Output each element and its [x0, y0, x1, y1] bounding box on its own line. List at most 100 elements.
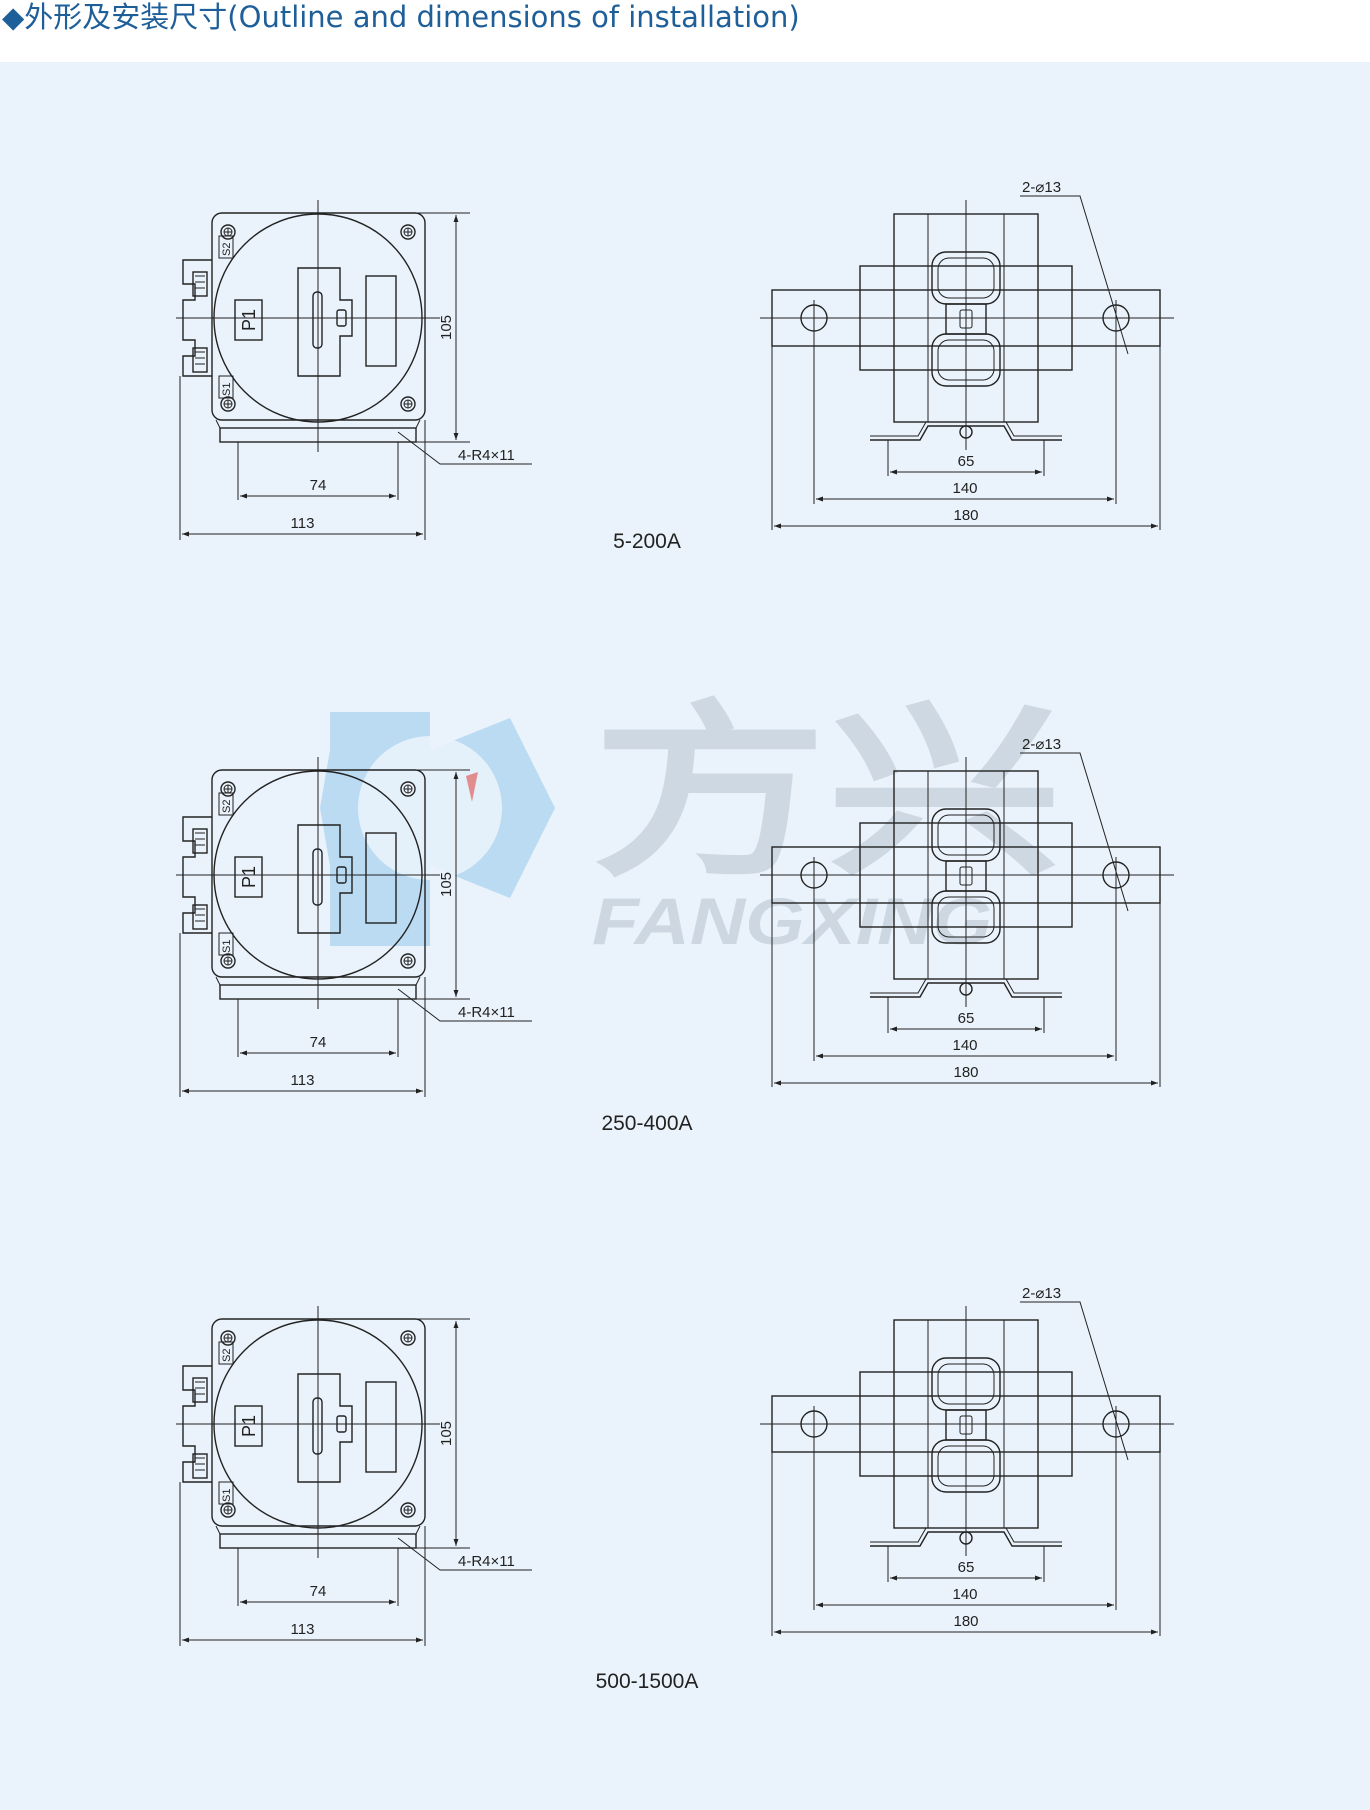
outer-dim-label: 180 [953, 1613, 978, 1630]
outer-extension [771, 346, 1161, 530]
terminal-upper [192, 1377, 208, 1403]
terminal-block [182, 1365, 212, 1483]
terminal-label-s1: S1 [221, 1489, 233, 1502]
slot-spacing-dim-label: 74 [310, 1583, 327, 1600]
busbar-window [297, 1373, 353, 1483]
view-caption: 5-200A [613, 530, 681, 553]
mid-extension [813, 1442, 1117, 1610]
terminal-label-box [218, 932, 234, 956]
terminal-upper [192, 828, 208, 854]
side-view: 2-⌀13 65 140 180 [760, 179, 1174, 530]
slot-leader [397, 431, 532, 465]
slot-note: 4-R4×11 [458, 1004, 515, 1021]
screw-icon [224, 957, 232, 965]
terminal-upper [192, 271, 208, 297]
slot-note: 4-R4×11 [458, 1553, 515, 1570]
outer-dim-label: 180 [953, 507, 978, 524]
mid-extension [813, 893, 1117, 1061]
mid-dim-label: 140 [952, 1037, 977, 1054]
base-edges [215, 1525, 421, 1535]
nameplate [365, 275, 397, 367]
screw-icon [224, 1334, 232, 1342]
screw-icon [224, 228, 232, 236]
base-edges [215, 419, 421, 429]
inner-dim-label: 65 [958, 453, 975, 470]
watermark-brand-cn: 方兴 [592, 684, 1062, 903]
terminal-label-box [218, 235, 234, 259]
width-extension [179, 376, 426, 540]
hole-note: 2-⌀13 [1022, 736, 1061, 753]
height-extension [398, 212, 470, 443]
slot-extension [237, 442, 399, 500]
slot-spacing-dim-label: 74 [310, 1034, 327, 1051]
hole-leader [1020, 1301, 1129, 1461]
terminal-ribs [195, 832, 205, 922]
watermark-brand-en: FANGXING [592, 884, 992, 958]
page-title: ◆外形及安装尺寸(Outline and dimensions of insta… [2, 0, 800, 34]
outer-extension [771, 903, 1161, 1087]
outer-extension [771, 1452, 1161, 1636]
terminal-label-box [218, 1481, 234, 1505]
busbar-window [297, 267, 353, 377]
terminal-label-box [218, 792, 234, 816]
mid-dim-label: 140 [952, 480, 977, 497]
width-dim-label: 113 [291, 1621, 315, 1638]
watermark-logo: 方兴 FANGXING [320, 684, 1062, 958]
inner-dim-label: 65 [958, 1559, 975, 1576]
view-caption: 500-1500A [596, 1670, 699, 1693]
terminal-ribs [195, 1381, 205, 1471]
terminal-lower [192, 347, 208, 373]
busbar-window [297, 824, 353, 934]
primary-label-box [234, 856, 263, 898]
slot-leader [397, 988, 532, 1022]
outer-dim-label: 180 [953, 1064, 978, 1081]
terminal-label-box [218, 1341, 234, 1365]
terminal-label-s2: S2 [221, 243, 233, 256]
screw-icon [404, 228, 412, 236]
screw-icon [404, 785, 412, 793]
slot-extension [237, 999, 399, 1057]
terminal-label-s1: S1 [221, 940, 233, 953]
base-plate [219, 427, 417, 443]
view-caption: 250-400A [601, 1112, 692, 1135]
width-dim-label: 113 [291, 1072, 315, 1089]
screw-icon [404, 1334, 412, 1342]
screw-icon [224, 1506, 232, 1514]
mid-extension [813, 336, 1117, 504]
hole-leader [1020, 195, 1129, 355]
screw-icon [404, 1506, 412, 1514]
height-extension [398, 769, 470, 1000]
width-dim-label: 113 [291, 515, 315, 532]
terminal-label-s2: S2 [221, 800, 233, 813]
terminal-block [182, 259, 212, 377]
terminal-block [182, 816, 212, 934]
slot-note: 4-R4×11 [458, 447, 515, 464]
inner-dim-label: 65 [958, 1010, 975, 1027]
base-plate [219, 984, 417, 1000]
height-dim-label: 105 [438, 872, 455, 897]
primary-label-box [234, 1405, 263, 1447]
width-extension [179, 933, 426, 1097]
hole-note: 2-⌀13 [1022, 1285, 1061, 1302]
terminal-lower [192, 904, 208, 930]
inner-extension [887, 440, 1045, 476]
width-extension [179, 1482, 426, 1646]
side-view: 2-⌀13 65 140 180 [760, 736, 1174, 1087]
terminal-label-s2: S2 [221, 1349, 233, 1362]
hole-note: 2-⌀13 [1022, 179, 1061, 196]
slot-extension [237, 1548, 399, 1606]
screw-icon [404, 400, 412, 408]
primary-label-box [234, 299, 263, 341]
inner-extension [887, 1546, 1045, 1582]
base-plate [219, 1533, 417, 1549]
slot-spacing-dim-label: 74 [310, 477, 327, 494]
inner-extension [887, 997, 1045, 1033]
screw-icon [404, 957, 412, 965]
